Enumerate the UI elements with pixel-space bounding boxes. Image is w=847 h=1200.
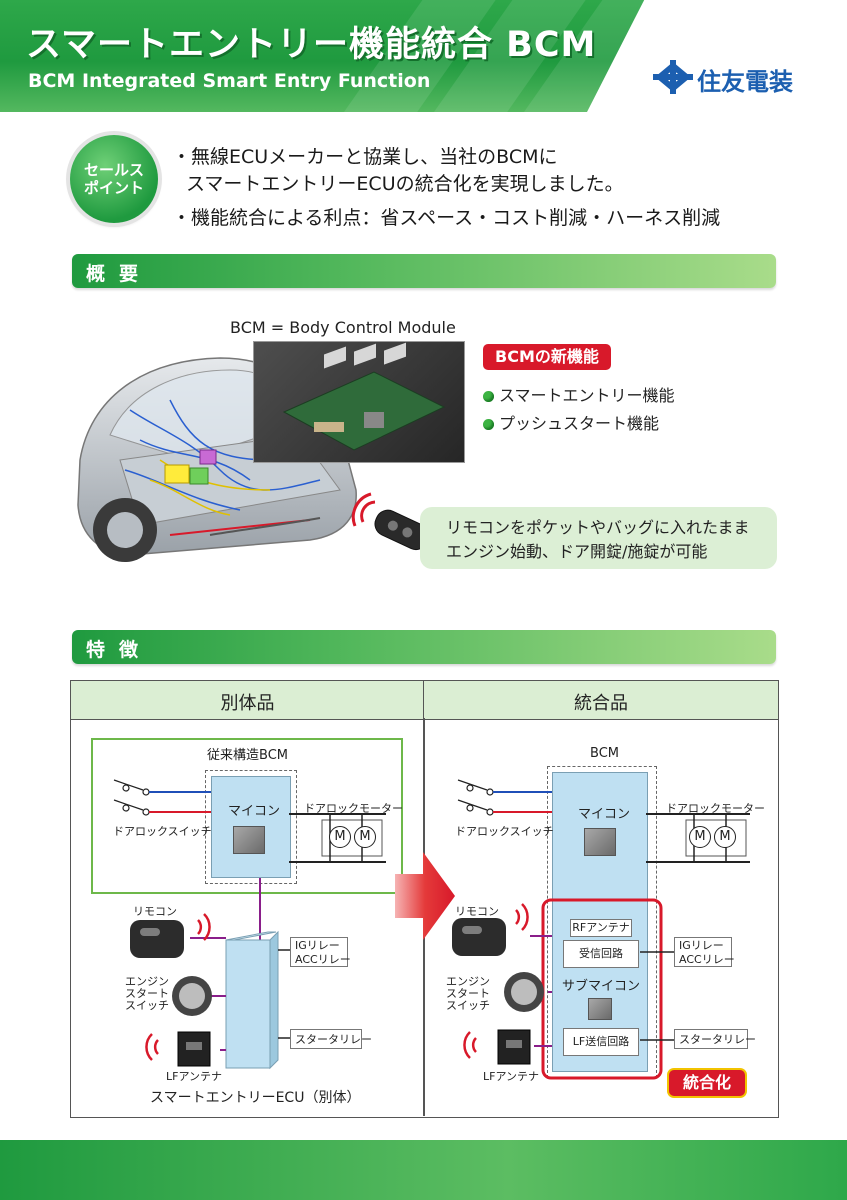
header-banner	[0, 0, 847, 112]
new-function-item: スマートエントリー機能	[483, 382, 675, 406]
badge-line-2: ポイント	[83, 179, 144, 197]
bcm-module-photo	[253, 341, 465, 463]
right-wiring	[452, 779, 750, 1080]
table-header-integrated: 統合品	[423, 680, 779, 720]
ecu-caption: スマートエントリーECU（別体）	[150, 1090, 361, 1106]
sub-micon-label: サブマイコン	[562, 979, 641, 994]
lf-antenna-label: LFアンテナ	[166, 1070, 223, 1083]
receiver-circuit-box: 受信回路	[563, 940, 639, 968]
table-header-separate: 別体品	[70, 680, 424, 720]
lf-antenna-label: LFアンテナ	[483, 1070, 540, 1083]
motor-icon: M	[689, 826, 711, 848]
motor-icon: M	[329, 826, 351, 848]
motor-icon: M	[714, 826, 736, 848]
section-overview-heading: 概要	[86, 263, 153, 285]
sales-point-1: ・無線ECUメーカーと協業し、当社のBCMに	[172, 146, 558, 168]
new-function-item: プッシュスタート機能	[483, 410, 659, 434]
ig-relay-label: IGリレー	[679, 939, 724, 952]
new-function-label: スマートエントリー機能	[499, 386, 675, 405]
engine-start-switch-label: エンジン スタート スイッチ	[125, 975, 169, 1012]
door-lock-switch-label: ドアロックスイッチ	[455, 825, 554, 838]
company-name: 住友電装	[697, 68, 793, 96]
bcm-definition-label: BCM = Body Control Module	[230, 318, 456, 337]
badge-line-1: セールス	[83, 161, 144, 179]
page-subtitle: BCM Integrated Smart Entry Function	[28, 70, 431, 92]
lf-transmitter-box: LF送信回路	[563, 1028, 639, 1056]
ig-acc-relay-box: IGリレー ACCリレー	[674, 937, 735, 967]
door-lock-motor-label: ドアロックモーター	[666, 802, 765, 815]
footer-band	[0, 1140, 847, 1200]
sumitomo-logo-icon	[653, 60, 693, 94]
door-lock-switch-label: ドアロックスイッチ	[113, 825, 212, 838]
motor-icon: M	[354, 826, 376, 848]
green-bullet-icon	[483, 391, 494, 402]
micon-chip	[584, 828, 616, 856]
green-bullet-icon	[483, 419, 494, 430]
sub-micon-chip	[588, 998, 612, 1020]
ig-acc-relay-box: IGリレー ACCリレー	[290, 937, 351, 967]
micon-label: マイコン	[228, 804, 281, 819]
sales-point-badge: セールスポイント	[70, 135, 158, 223]
arrow-right-icon	[395, 852, 455, 940]
acc-relay-label: ACCリレー	[295, 953, 351, 966]
integration-badge: 統合化	[669, 1070, 745, 1096]
remote-callout: リモコンをポケットやバッグに入れたまま エンジン始動、ドア開錠/施錠が可能	[420, 507, 777, 569]
sales-point-1-cont: スマートエントリーECUの統合化を実現しました。	[186, 173, 624, 195]
column-label-separate: 別体品	[220, 693, 275, 714]
starter-relay-box: スタータリレー	[674, 1029, 756, 1049]
bcm-title: BCM	[590, 746, 619, 761]
new-function-label: プッシュスタート機能	[499, 414, 660, 433]
micon-chip	[233, 826, 265, 854]
acc-relay-label: ACCリレー	[679, 953, 735, 966]
section-overview-bar: 概要	[72, 254, 776, 288]
left-wiring	[113, 779, 386, 1070]
conventional-bcm-frame	[91, 738, 403, 894]
company-logo: 住友電装	[651, 60, 831, 96]
page-title: スマートエントリー機能統合 BCM	[26, 25, 597, 65]
rf-antenna-box: RFアンテナ	[570, 919, 632, 937]
remote-label: リモコン	[133, 905, 177, 918]
sales-point-2: ・機能統合による利点：省スペース・コスト削減・ハーネス削減	[172, 207, 721, 229]
section-features-heading: 特徴	[86, 639, 153, 661]
column-label-integrated: 統合品	[574, 693, 628, 714]
conventional-bcm-title: 従来構造BCM	[207, 748, 288, 763]
engine-start-switch-label: エンジン スタート スイッチ	[446, 975, 490, 1012]
micon-label: マイコン	[578, 807, 631, 822]
remote-callout-text: リモコンをポケットやバッグに入れたまま エンジン始動、ドア開錠/施錠が可能	[446, 518, 750, 561]
new-functions-badge: BCMの新機能	[483, 344, 611, 370]
section-features-bar: 特徴	[72, 630, 776, 664]
remote-label: リモコン	[455, 905, 499, 918]
door-lock-motor-label: ドアロックモーター	[304, 802, 403, 815]
ig-relay-label: IGリレー	[295, 939, 340, 952]
bcm-shadow-outline	[205, 770, 297, 884]
starter-relay-box: スタータリレー	[290, 1029, 372, 1049]
